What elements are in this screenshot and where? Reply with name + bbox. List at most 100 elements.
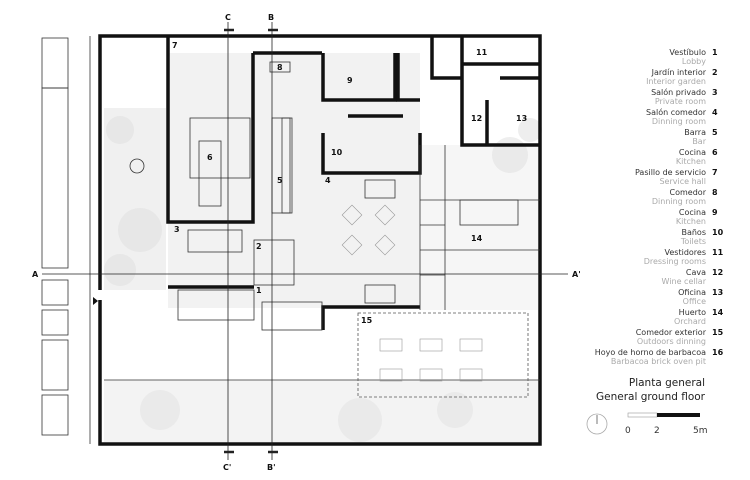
legend-number: 6: [712, 148, 718, 157]
legend-number: 11: [712, 248, 724, 257]
legend-name-es: Baños: [681, 228, 706, 237]
legend-name-es: Hoyo de horno de barbacoa: [594, 348, 706, 357]
outdoor-dining-area: [357, 312, 529, 398]
legend-name-es: Barra: [684, 128, 706, 137]
section-a-prime-label: A': [572, 270, 581, 279]
section-a-label: A: [32, 270, 39, 279]
legend-name-en: Orchard: [673, 317, 706, 326]
room-number: 10: [331, 148, 343, 157]
dining-tables: [341, 204, 483, 382]
legend-number: 12: [712, 268, 724, 277]
entry-arrow-icon: [93, 297, 98, 305]
legend-name-es: Vestidores: [664, 248, 706, 257]
legend-name-en: Private room: [654, 97, 706, 106]
legend-name-en: Dinning room: [651, 197, 706, 206]
section-c-prime-label: C': [223, 463, 231, 472]
legend-number: 15: [712, 328, 724, 337]
legend-name-en: Kitchen: [675, 217, 706, 226]
room-number: 7: [172, 41, 178, 50]
walls: [98, 34, 542, 446]
room-number: 11: [476, 48, 488, 57]
legend-number: 10: [712, 228, 724, 237]
scale-tick: 5m: [693, 426, 708, 436]
legend-name-es: Comedor: [669, 188, 706, 197]
legend-name-en: Office: [682, 297, 706, 306]
scale-graphic: [586, 412, 700, 435]
room-number: 6: [207, 153, 213, 162]
legend-name-es: Salón comedor: [646, 108, 706, 117]
legend-name-en: Service hall: [659, 177, 706, 186]
legend-number: 4: [712, 108, 718, 117]
legend-number: 7: [712, 168, 718, 177]
sidewalk: [41, 36, 91, 444]
legend-name-en: Dressing rooms: [643, 257, 706, 266]
title-es: Planta general: [628, 377, 705, 389]
legend-name-en: Lobby: [681, 57, 706, 66]
north-arrow-icon: [586, 413, 608, 435]
legend-name-es: Cocina: [678, 148, 706, 157]
room-number: 14: [471, 234, 483, 243]
legend-name-en: Wine cellar: [661, 277, 706, 286]
room-number: 12: [471, 114, 482, 123]
legend-number: 3: [712, 88, 718, 97]
legend-number: 8: [712, 188, 718, 197]
room-number: 8: [277, 63, 283, 72]
drawing-title: Planta general General ground floor: [596, 376, 705, 404]
scale-tick: 2: [654, 426, 660, 436]
orchard-area: [420, 145, 538, 310]
room-number: 5: [277, 176, 283, 185]
legend-number: 5: [712, 128, 718, 137]
legend-name-en: Kitchen: [675, 157, 706, 166]
legend-name-en: Interior garden: [646, 77, 706, 86]
room-number: 13: [516, 114, 527, 123]
legend-name-es: Cava: [685, 268, 706, 277]
legend-number: 2: [712, 68, 718, 77]
legend-name-es: Jardín interior: [651, 68, 706, 77]
legend-name-es: Cocina: [678, 208, 706, 217]
room-number: 3: [174, 225, 180, 234]
legend-name-es: Comedor exterior: [635, 328, 706, 337]
legend-name-en: Bar: [692, 137, 706, 146]
legend-name-en: Dinning room: [651, 117, 706, 126]
room-number: 15: [361, 316, 373, 325]
scale-bar: 0 2 5m: [585, 410, 735, 440]
section-b-label: B: [268, 13, 274, 22]
legend-number: 16: [712, 348, 724, 357]
room-number: 2: [256, 242, 262, 251]
legend-number: 13: [712, 288, 724, 297]
legend-name-es: Oficina: [678, 288, 706, 297]
section-lines: [42, 22, 568, 460]
room-number: 4: [325, 176, 331, 185]
legend-number: 9: [712, 208, 718, 217]
legend-name-en: Toilets: [680, 237, 706, 246]
legend-number: 14: [712, 308, 724, 317]
scale-tick: 0: [625, 426, 631, 436]
room-number: 1: [256, 286, 262, 295]
title-en: General ground floor: [596, 391, 705, 403]
legend-name-es: Vestíbulo: [669, 48, 706, 57]
section-b-prime-label: B': [267, 463, 276, 472]
room-number: 9: [347, 76, 353, 85]
rear-garden: [104, 380, 540, 442]
well-icon: [129, 158, 145, 174]
legend-name-en: Barbacoa brick oven pit: [610, 357, 706, 366]
interior-details: [104, 61, 540, 381]
